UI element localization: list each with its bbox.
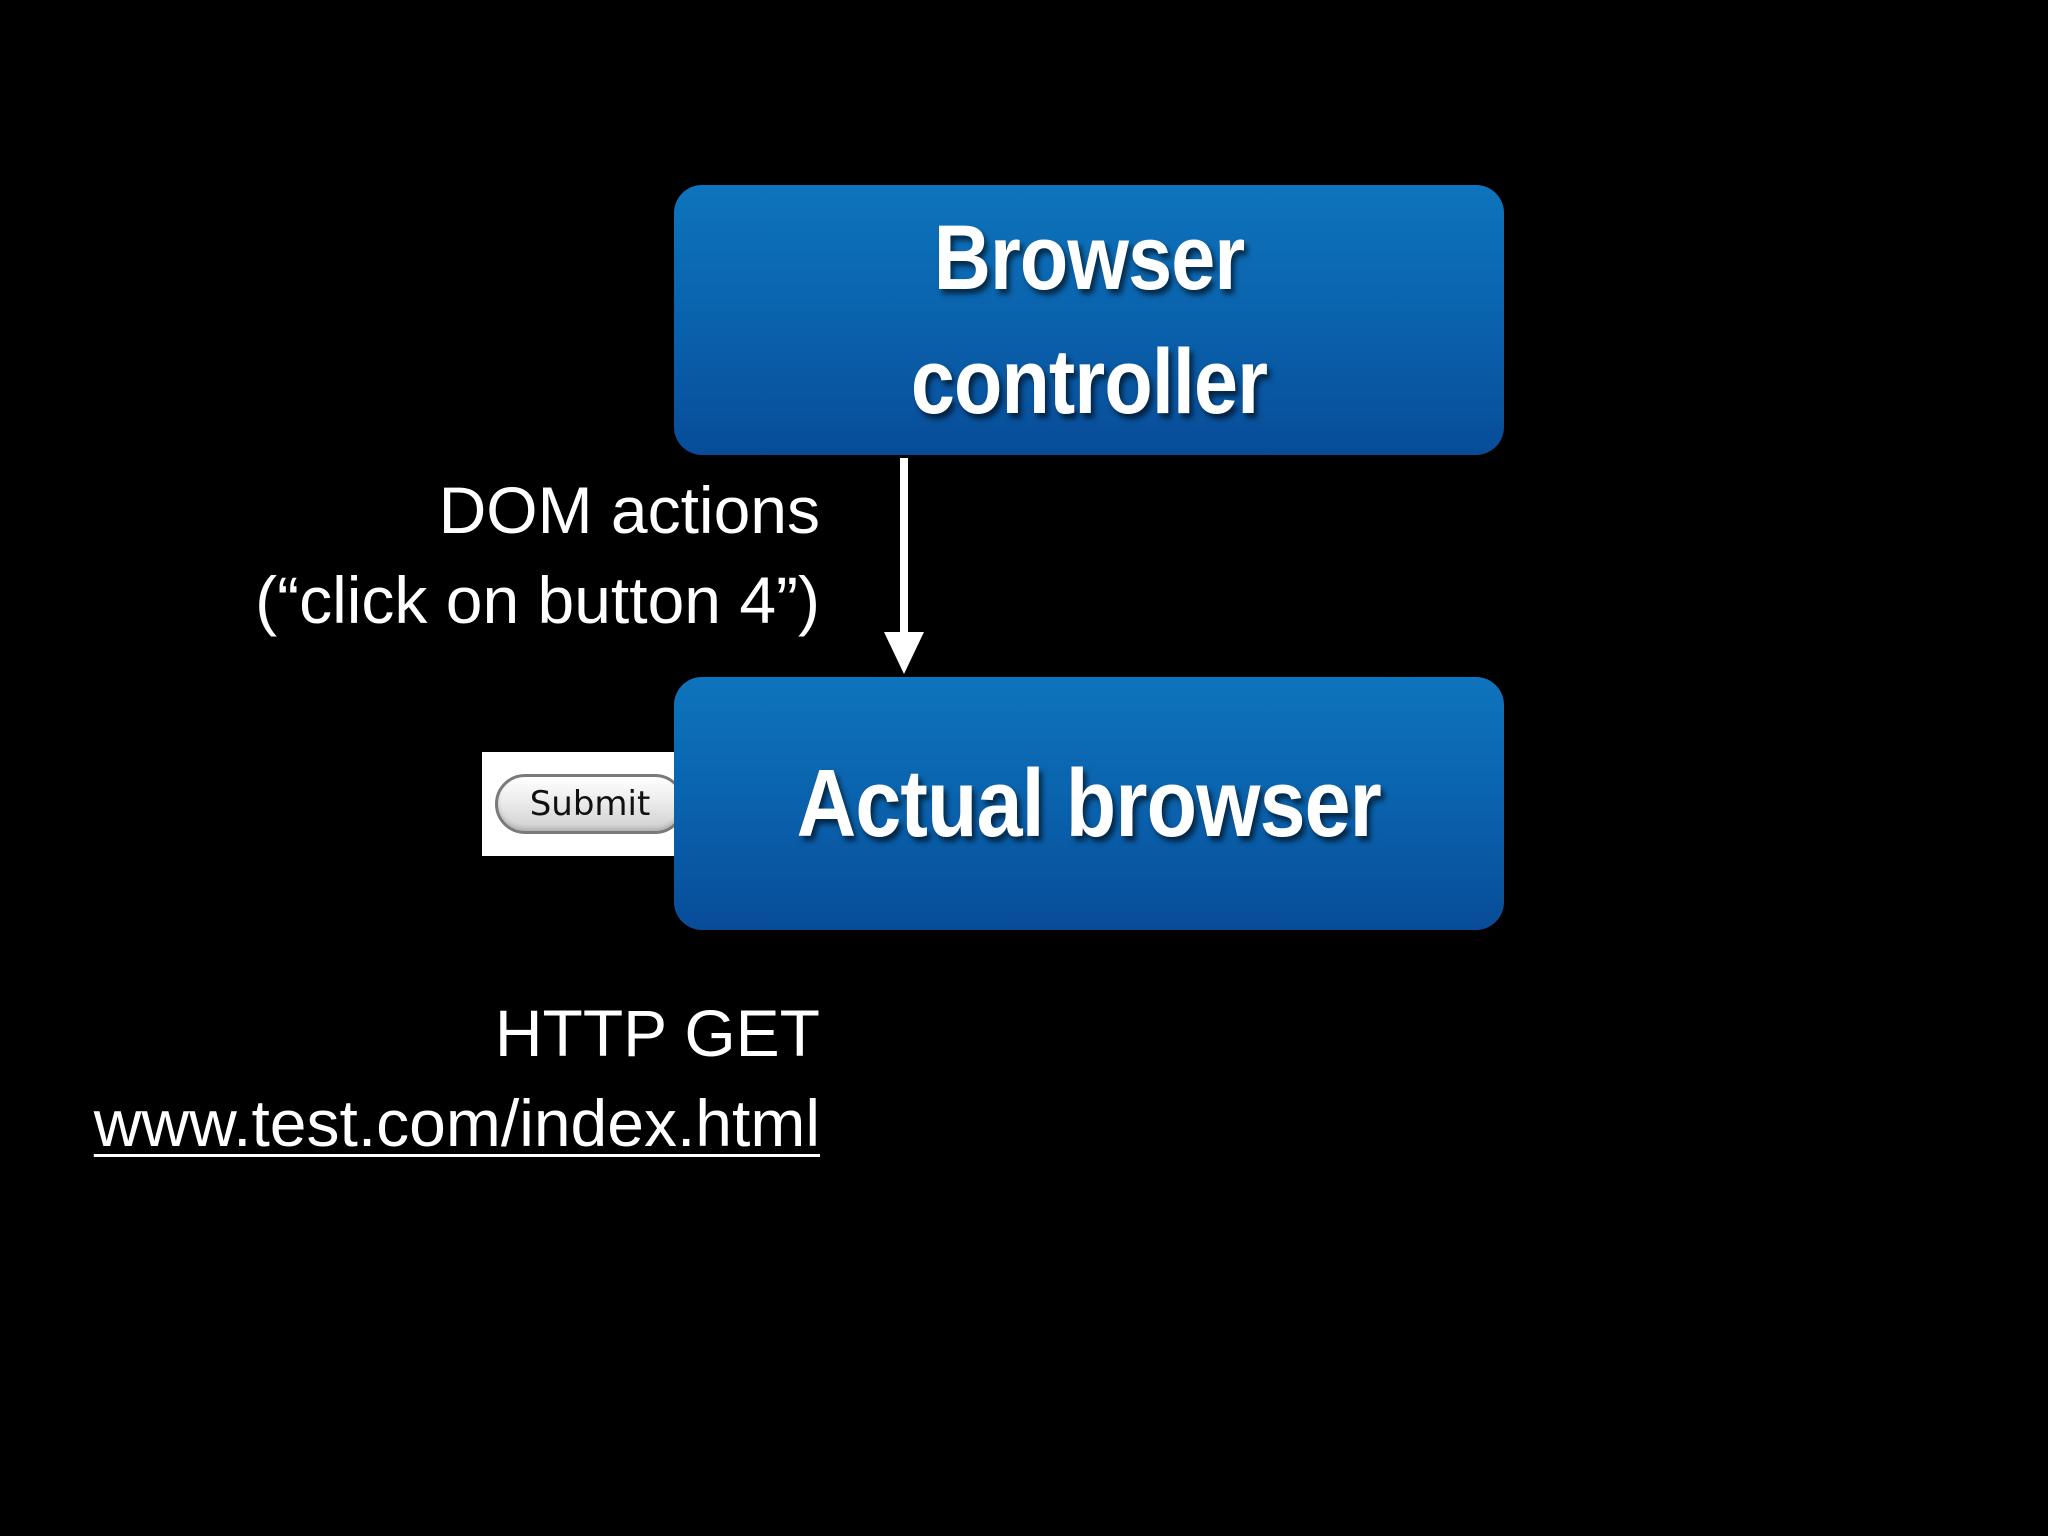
down-arrow-icon	[884, 458, 924, 674]
dom-actions-annotation: DOM actions (“click on button 4”)	[255, 465, 820, 645]
actual-browser-box: Actual browser	[674, 677, 1504, 930]
browser-controller-box: Browser controller	[674, 185, 1504, 455]
dom-actions-example: (“click on button 4”)	[255, 563, 820, 637]
http-request-annotation: HTTP GET www.test.com/index.html	[94, 988, 820, 1168]
submit-button-thumbnail: Submit	[482, 752, 698, 856]
http-method-label: HTTP GET	[494, 996, 820, 1070]
dom-actions-title: DOM actions	[438, 473, 820, 547]
actual-browser-label: Actual browser	[796, 749, 1382, 857]
request-url-link[interactable]: www.test.com/index.html	[93, 1086, 820, 1160]
submit-button[interactable]: Submit	[495, 774, 685, 834]
browser-controller-label: Browser controller	[910, 207, 1268, 433]
